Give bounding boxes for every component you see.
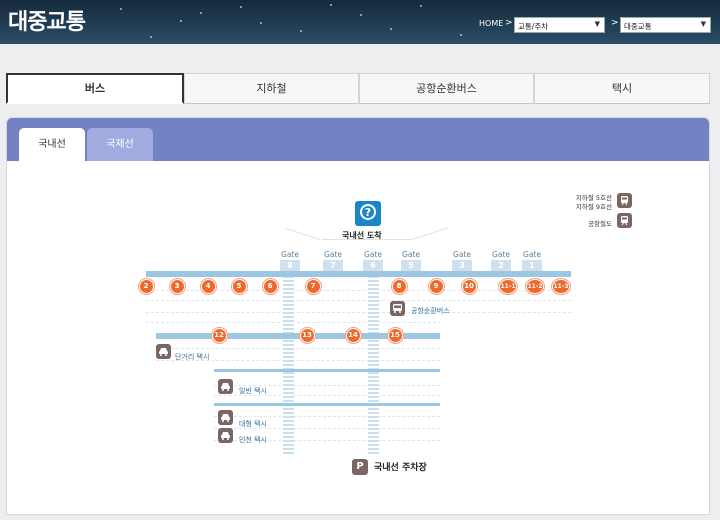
star-decoration xyxy=(330,4,332,6)
bus-stop-2[interactable]: 2 xyxy=(138,279,154,294)
breadcrumb-section-label: 교통/주차 xyxy=(518,22,549,31)
lane-line xyxy=(214,385,440,386)
gate-label: Gate xyxy=(523,250,541,259)
star-decoration xyxy=(460,34,462,36)
taxi-icon xyxy=(156,344,171,359)
star-decoration xyxy=(180,20,182,22)
star-decoration xyxy=(120,8,122,10)
chevron-right-icon: > xyxy=(505,18,513,28)
tab-airport-shuttle[interactable]: 공항순환버스 xyxy=(359,73,534,104)
gate-number-6: 6 xyxy=(363,260,383,271)
lane-line xyxy=(214,428,440,429)
info-icon[interactable]: ? xyxy=(355,201,381,226)
content-panel: 국내선 국제선 xyxy=(6,117,710,515)
breadcrumb-page-label: 대중교통 xyxy=(624,22,652,31)
airport-shuttle-label: 공항순환버스 xyxy=(411,307,450,315)
bus-stop-11-3[interactable]: 11-3 xyxy=(552,279,570,294)
parking-label: 국내선 주차장 xyxy=(374,463,427,473)
regular-taxi-label: 일반 택시 xyxy=(239,387,267,395)
lane-line xyxy=(146,290,571,291)
taxi-icon xyxy=(218,410,233,425)
gate-number-8: 8 xyxy=(280,260,300,271)
bus-stop-14[interactable]: 14 xyxy=(345,328,361,343)
subtab-domestic[interactable]: 국내선 xyxy=(19,128,85,161)
star-decoration xyxy=(420,5,422,7)
lane-line xyxy=(156,348,440,349)
taxi-icon xyxy=(218,379,233,394)
gate-label: Gate xyxy=(324,250,342,259)
road-lane xyxy=(214,403,440,406)
legend-airport-rail-label: 공항철도 xyxy=(588,220,612,228)
star-decoration xyxy=(150,36,152,38)
gate-label: Gate xyxy=(364,250,382,259)
terminal-outline xyxy=(322,239,412,240)
large-taxi-label: 대형 택시 xyxy=(239,420,267,428)
bus-stop-5[interactable]: 5 xyxy=(231,279,247,294)
tab-subway[interactable]: 지하철 xyxy=(184,73,359,104)
gate-label: Gate xyxy=(492,250,510,259)
tab-bus[interactable]: 버스 xyxy=(6,73,184,104)
road-lane xyxy=(214,369,440,372)
road-upper xyxy=(146,271,571,277)
bus-stop-7[interactable]: 7 xyxy=(305,279,321,294)
chevron-right-icon: > xyxy=(611,18,619,28)
subway-icon xyxy=(617,193,632,208)
bus-stop-10[interactable]: 10 xyxy=(461,279,477,294)
bus-stop-6[interactable]: 6 xyxy=(262,279,278,294)
legend-subway-label: 지하철 5호선 지하철 9호선 xyxy=(575,194,612,211)
breadcrumb-section-select[interactable]: 교통/주차 ▼ xyxy=(514,17,605,33)
bus-stop-3[interactable]: 3 xyxy=(169,279,185,294)
crosswalk xyxy=(283,272,294,454)
star-decoration xyxy=(240,6,242,8)
bus-stop-13[interactable]: 13 xyxy=(299,328,315,343)
subtab-international[interactable]: 국제선 xyxy=(87,128,153,161)
bus-stop-15[interactable]: 15 xyxy=(387,328,403,343)
dropdown-arrow-icon: ▼ xyxy=(594,20,600,28)
breadcrumb-page-select[interactable]: 대중교통 ▼ xyxy=(620,17,711,33)
train-icon xyxy=(617,213,632,228)
star-decoration xyxy=(300,30,302,32)
gate-number-2: 2 xyxy=(491,260,511,271)
taxi-icon xyxy=(218,428,233,443)
shuttle-bus-icon xyxy=(390,301,405,316)
lane-line xyxy=(156,360,440,361)
bus-stop-9[interactable]: 9 xyxy=(428,279,444,294)
lane-line xyxy=(214,395,440,396)
road-middle xyxy=(156,333,440,339)
incheon-taxi-label: 인천 택시 xyxy=(239,436,267,444)
dropdown-arrow-icon: ▼ xyxy=(700,20,706,28)
arrival-label: 국내선 도착 xyxy=(342,231,382,240)
breadcrumb-home[interactable]: HOME xyxy=(479,19,504,28)
gate-label: Gate xyxy=(402,250,420,259)
page-header: 대중교통 HOME > 교통/주차 ▼ > 대중교통 ▼ xyxy=(0,0,720,44)
lane-line xyxy=(146,300,571,301)
page-title: 대중교통 xyxy=(8,10,86,35)
bus-stop-12[interactable]: 12 xyxy=(211,328,227,343)
star-decoration xyxy=(200,12,202,14)
gate-label: Gate xyxy=(281,250,299,259)
parking-icon: P xyxy=(352,459,368,475)
bus-stop-8[interactable]: 8 xyxy=(391,279,407,294)
bus-stop-11-1[interactable]: 11-1 xyxy=(499,279,517,294)
lane-line xyxy=(214,440,440,441)
gate-number-3: 3 xyxy=(452,260,472,271)
short-taxi-label: 단거리 택시 xyxy=(175,353,210,361)
lane-line xyxy=(146,312,571,313)
gate-number-1: 1 xyxy=(522,260,542,271)
tab-taxi[interactable]: 택시 xyxy=(534,73,710,104)
bus-stop-4[interactable]: 4 xyxy=(200,279,216,294)
gate-number-7: 7 xyxy=(323,260,343,271)
bus-stop-11-2[interactable]: 11-2 xyxy=(526,279,544,294)
gate-number-5: 5 xyxy=(401,260,421,271)
gate-label: Gate xyxy=(453,250,471,259)
lane-line xyxy=(214,416,440,417)
star-decoration xyxy=(260,22,262,24)
star-decoration xyxy=(390,28,392,30)
star-decoration xyxy=(360,14,362,16)
crosswalk xyxy=(368,272,379,454)
